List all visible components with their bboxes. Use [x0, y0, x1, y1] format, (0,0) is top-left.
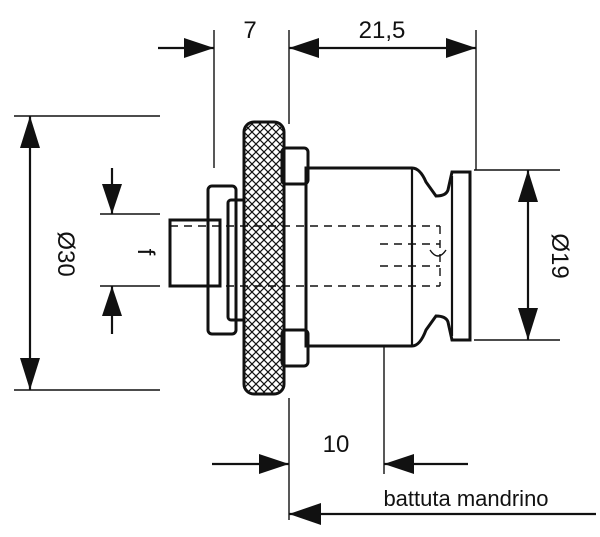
arrow-up	[102, 286, 122, 316]
label-d30: Ø30	[52, 231, 79, 276]
label-21-5: 21,5	[359, 17, 406, 44]
stop-leader	[289, 503, 596, 525]
arrow-left	[289, 38, 319, 58]
arrow-right	[446, 38, 476, 58]
extension-lines	[14, 30, 560, 520]
label-10: 10	[323, 431, 350, 458]
arrow-up	[20, 116, 40, 148]
arrow-down	[20, 358, 40, 390]
label-battuta-mandrino: battuta mandrino	[383, 486, 548, 511]
main-body	[304, 166, 472, 348]
dimension-d19	[518, 170, 538, 340]
arrow-left	[384, 454, 414, 474]
shank	[168, 218, 222, 288]
knurled-collar	[242, 120, 286, 396]
dimension-7	[158, 38, 214, 58]
label-7: 7	[243, 17, 256, 44]
dimension-10	[212, 454, 468, 474]
dimension-f	[102, 168, 122, 334]
dimension-d30	[20, 116, 40, 390]
arrow-left	[289, 503, 321, 525]
arrow-right	[184, 38, 214, 58]
adapter-part	[168, 120, 472, 396]
label-f: f	[132, 249, 159, 256]
nut-top	[280, 146, 310, 186]
label-d19: Ø19	[546, 233, 573, 278]
arrow-down	[518, 308, 538, 340]
arrow-down	[102, 184, 122, 214]
arrow-right	[259, 454, 289, 474]
dimension-21-5	[289, 38, 476, 58]
rear-flange	[206, 184, 238, 336]
arrow-up	[518, 170, 538, 202]
nut-bottom	[280, 328, 310, 368]
